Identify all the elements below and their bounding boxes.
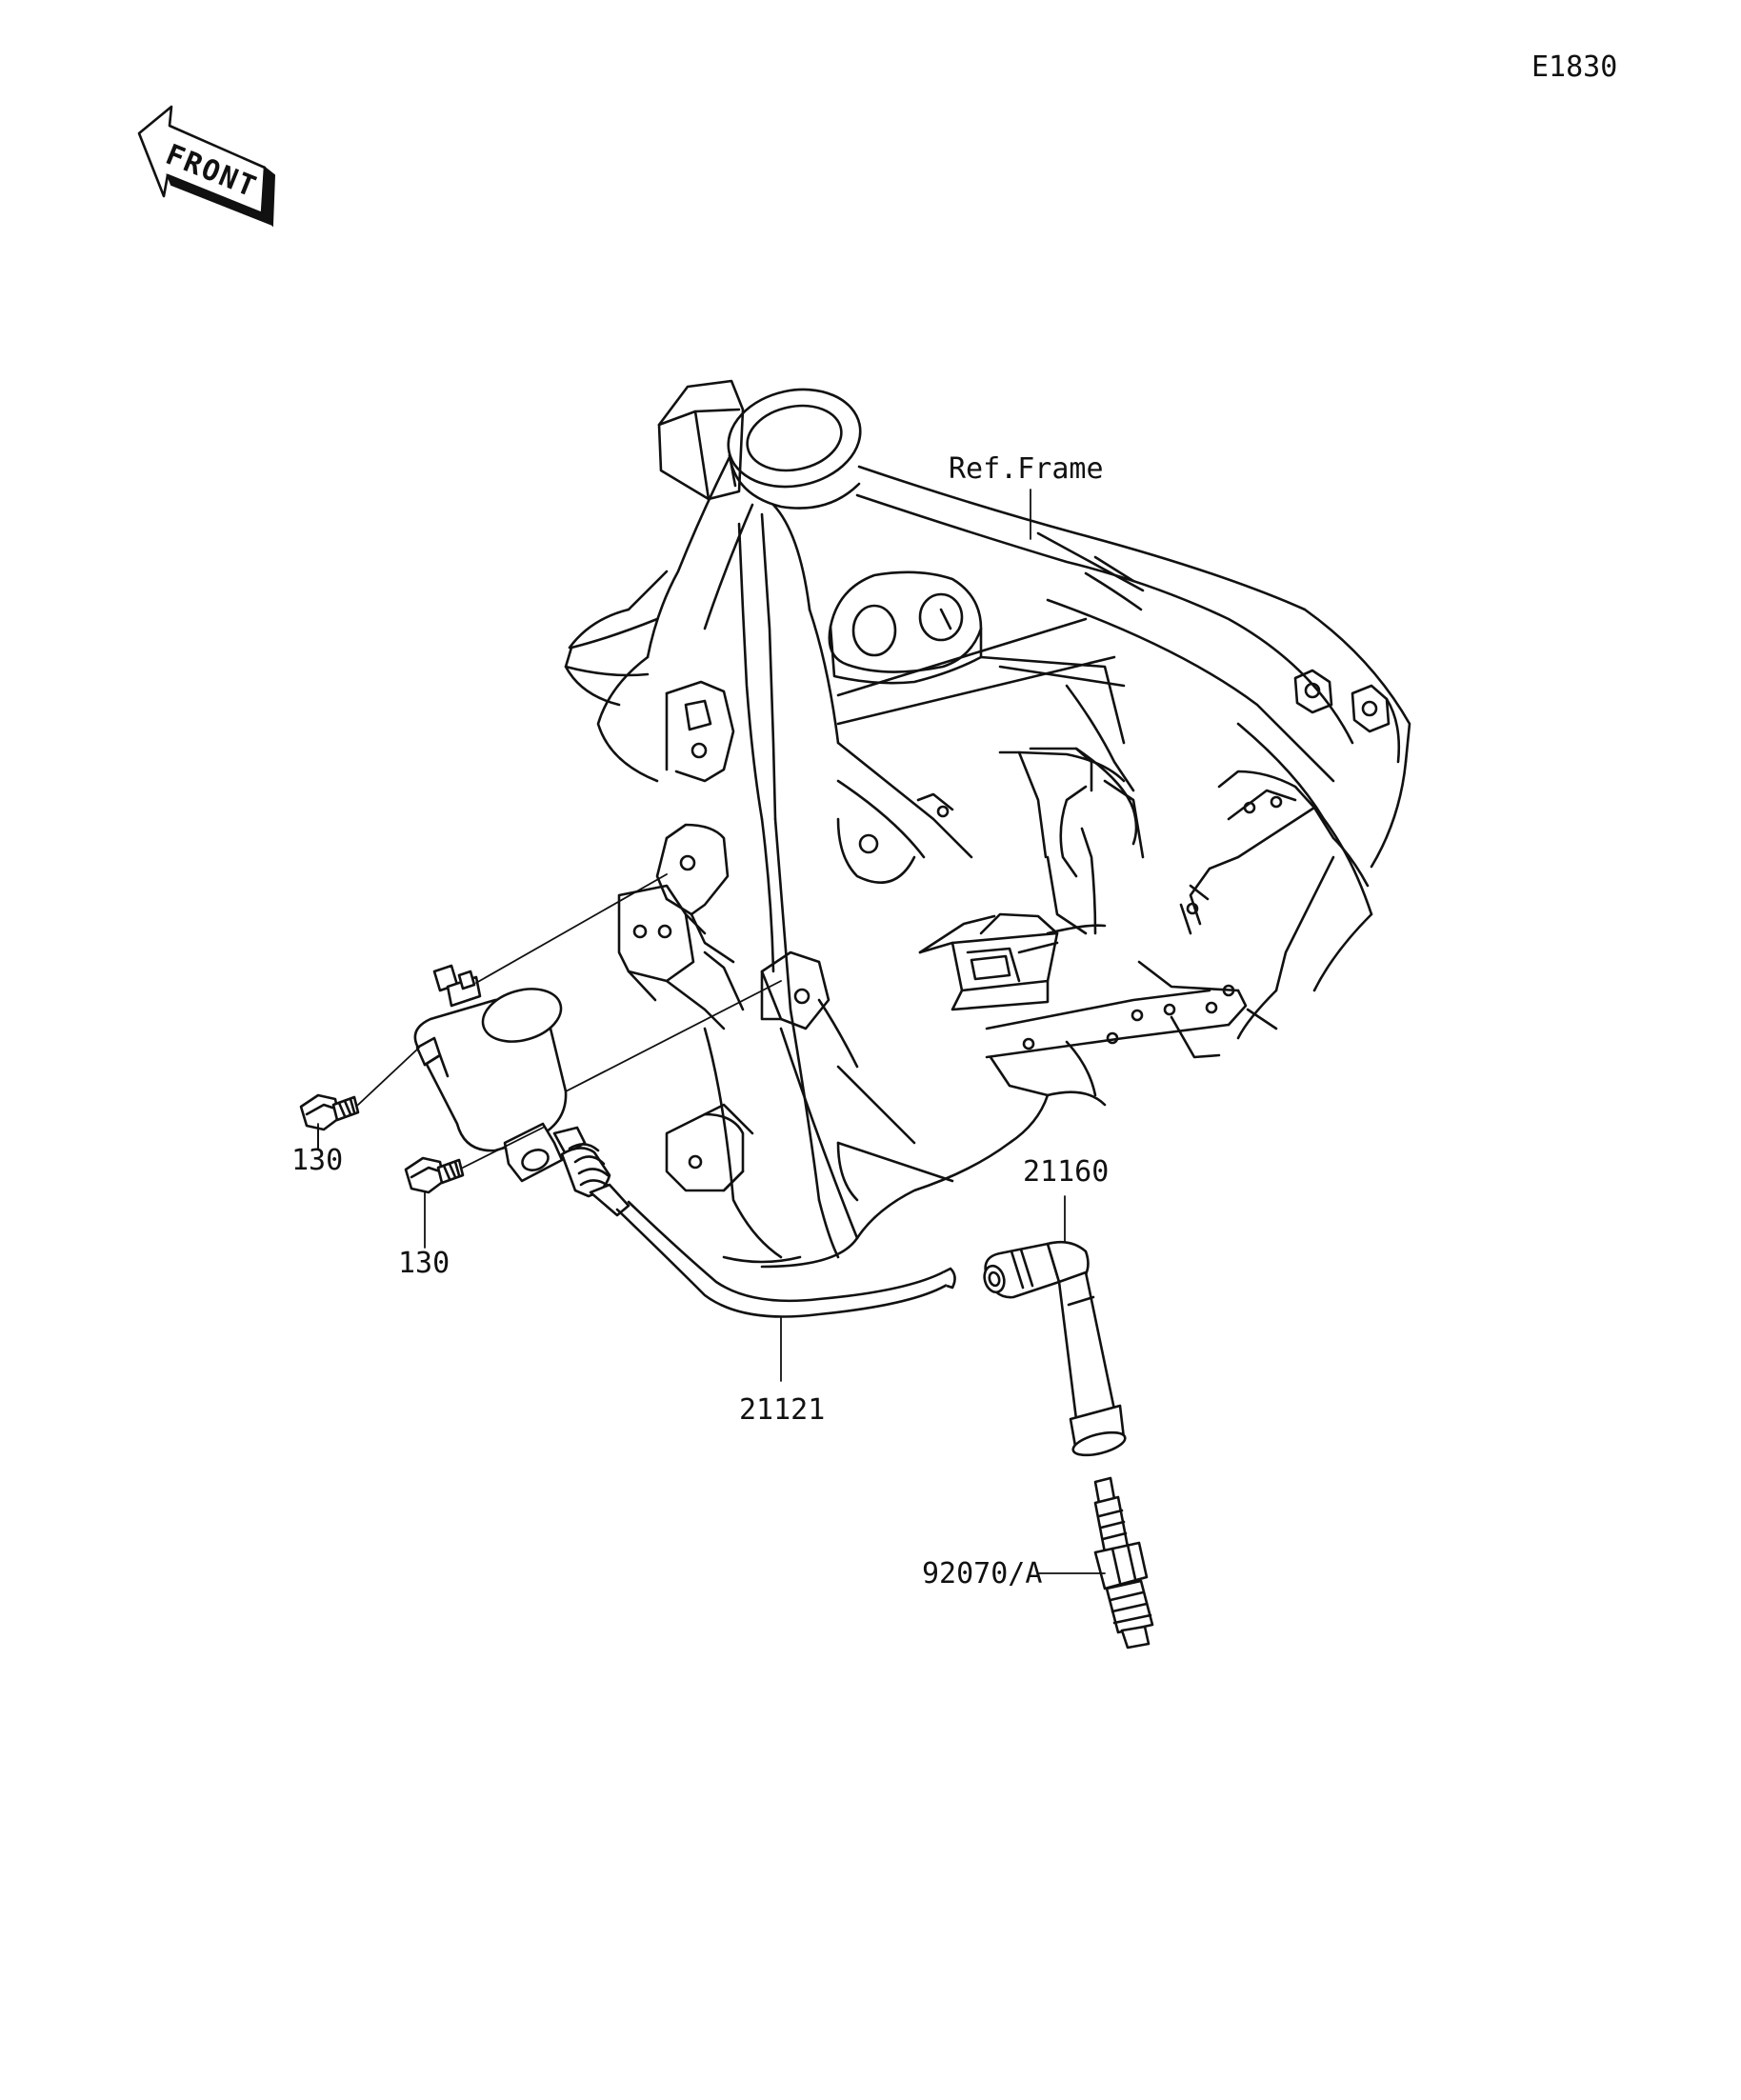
bolt-upper-drawing [299, 1093, 360, 1131]
spark-plug-cap-drawing [983, 1240, 1127, 1457]
spark-plug-label: 92070/A [922, 1557, 1042, 1590]
leader-lines [317, 489, 1106, 1574]
front-arrow-icon: FRONT [137, 105, 276, 228]
diagram-code: E1830 [1531, 50, 1617, 84]
bolt-lower-drawing [404, 1156, 465, 1194]
spark-plug-drawing [1093, 1476, 1154, 1650]
bolt-upper-label: 130 [291, 1144, 343, 1177]
ref-frame-label: Ref.Frame [949, 452, 1104, 486]
bolt-lower-label: 130 [398, 1247, 450, 1280]
spark-plug-cap-label: 21160 [1023, 1155, 1109, 1189]
ignition-coil-drawing [413, 964, 956, 1318]
ignition-coil-label: 21121 [739, 1393, 825, 1427]
frame-drawing [564, 379, 1411, 1269]
